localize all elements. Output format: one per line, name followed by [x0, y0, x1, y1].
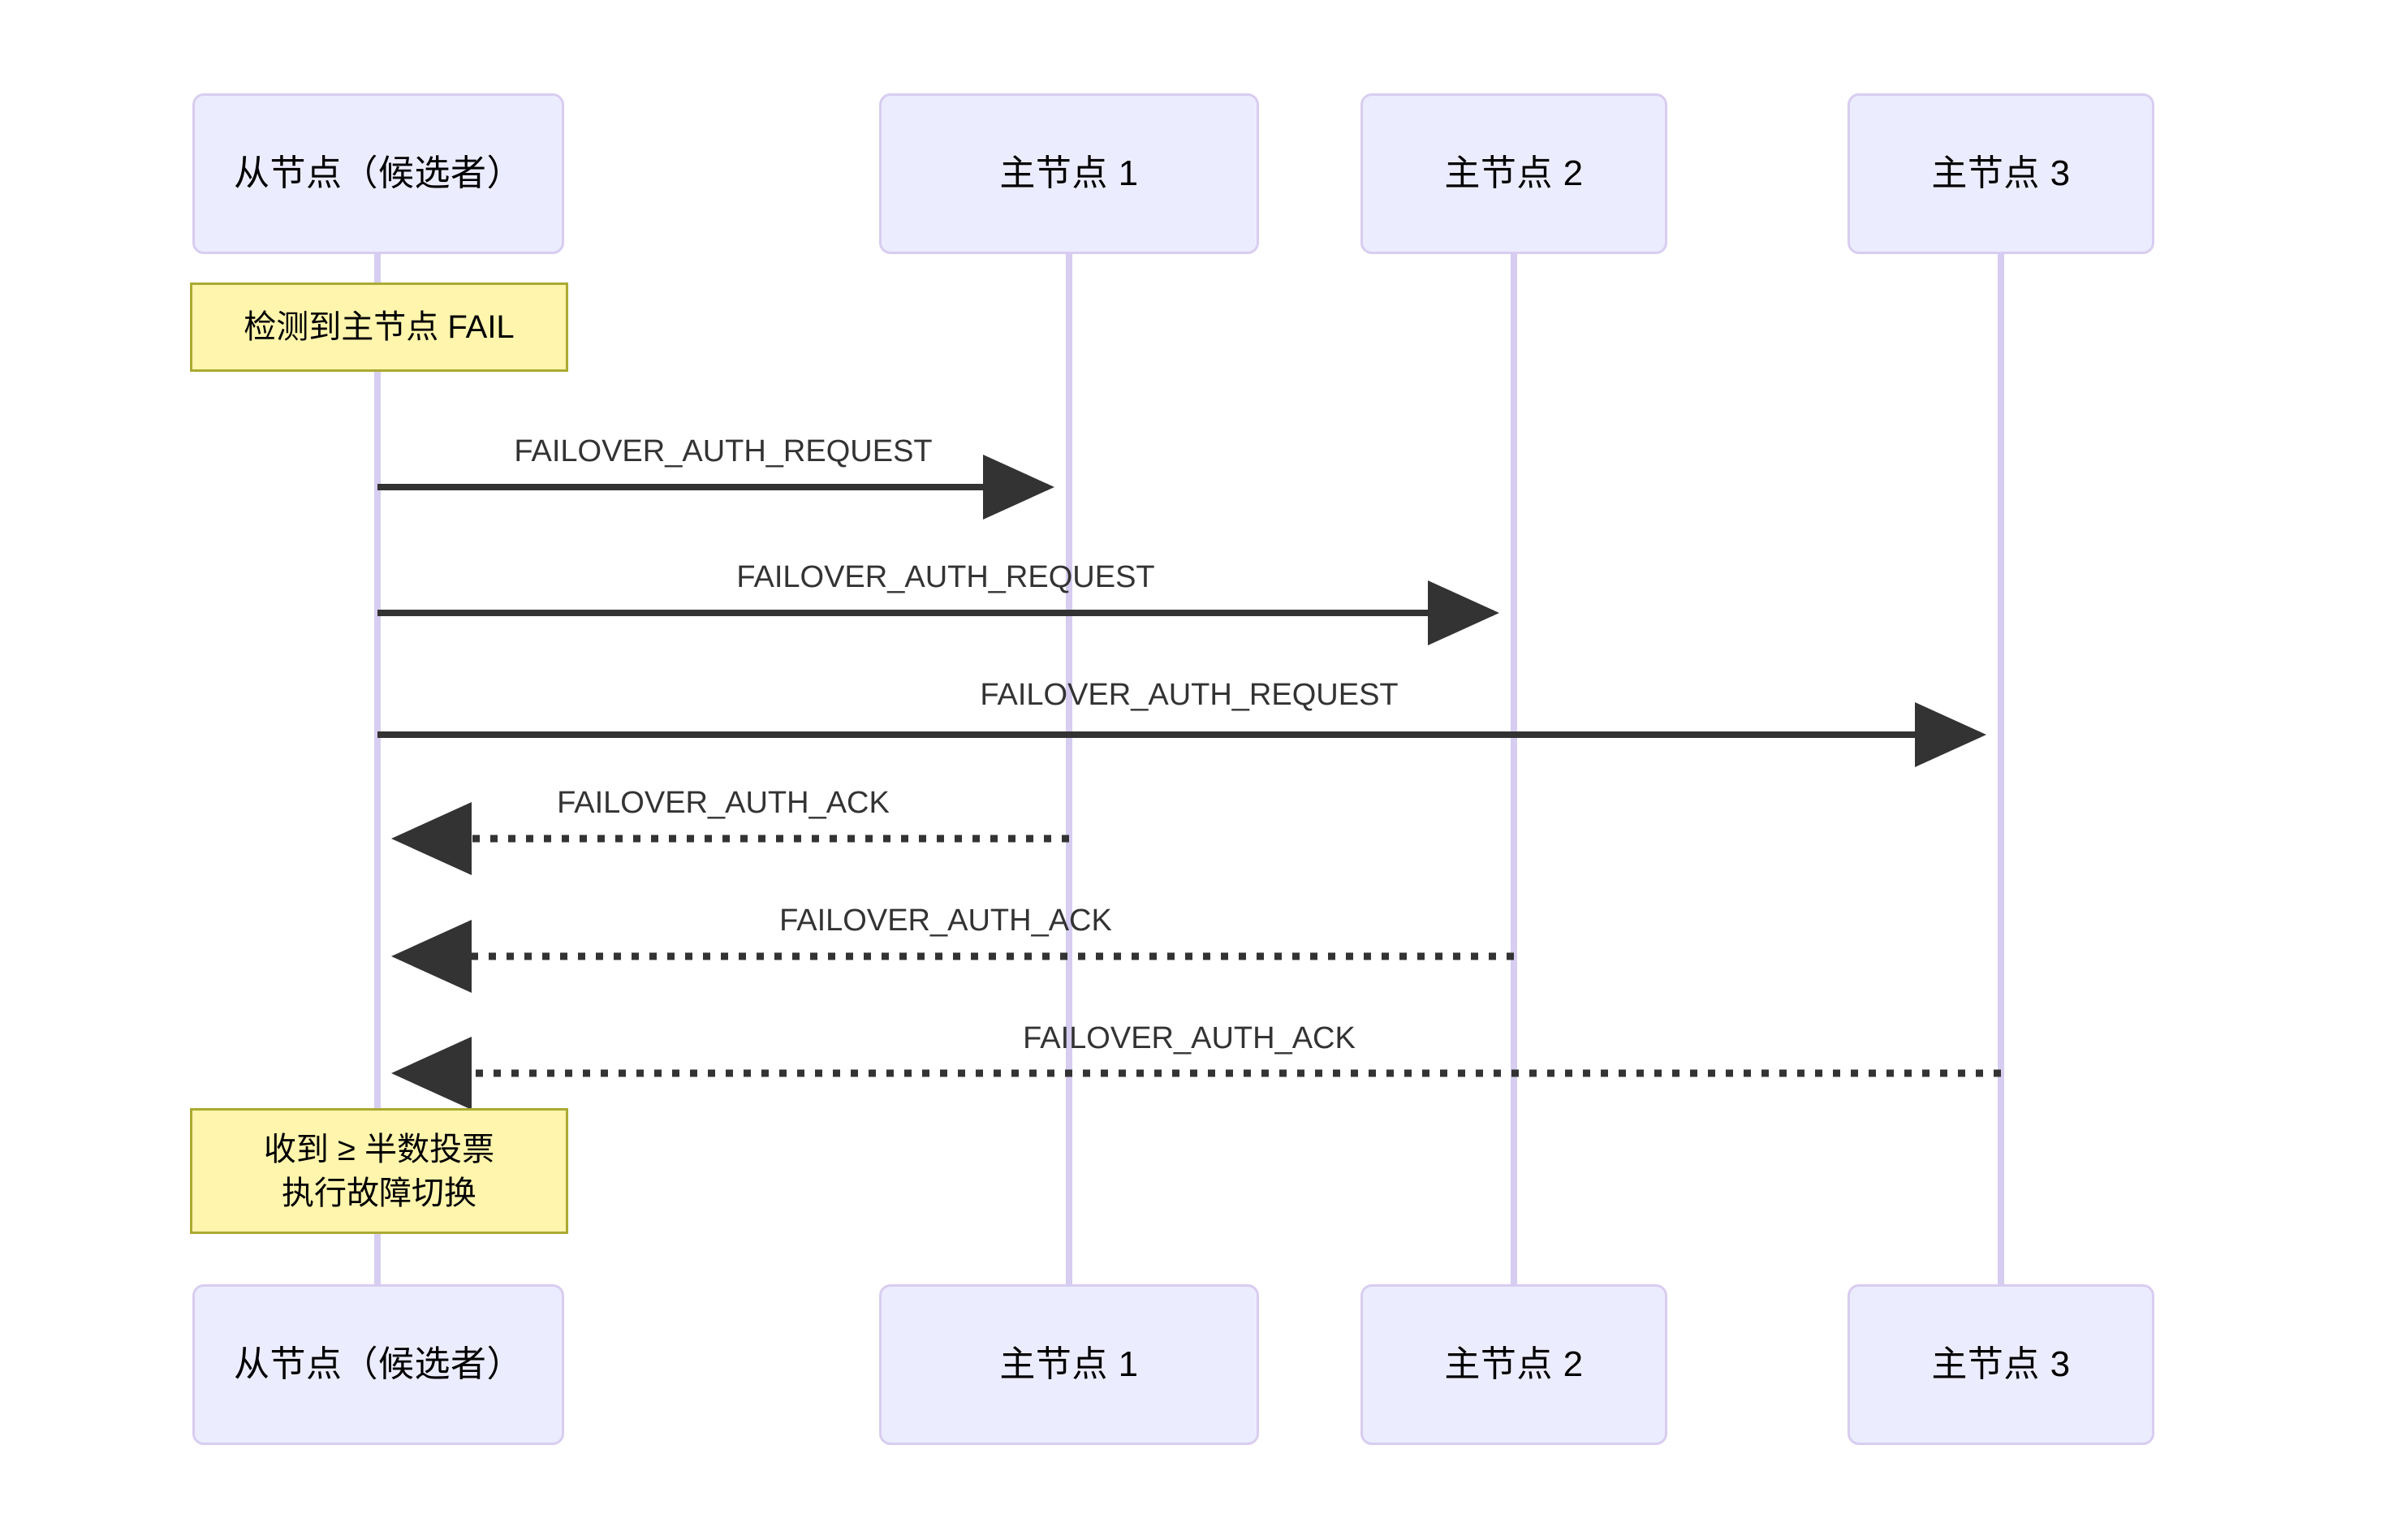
message-label-msg-2: FAILOVER_AUTH_REQUEST — [736, 560, 1155, 594]
message-label-msg-1: FAILOVER_AUTH_REQUEST — [514, 434, 933, 468]
participant-bottom-master1[interactable]: 主节点 1 — [879, 1284, 1259, 1445]
message-label-msg-5: FAILOVER_AUTH_ACK — [779, 904, 1112, 938]
participant-label: 主节点 3 — [1931, 153, 2071, 193]
participant-label: 主节点 3 — [1931, 1344, 2071, 1384]
participant-top-master1[interactable]: 主节点 1 — [879, 93, 1259, 254]
note-line: 执行故障切换 — [282, 1175, 476, 1211]
participant-top-slave[interactable]: 从节点（候选者） — [192, 93, 564, 254]
participant-label: 从节点（候选者） — [234, 153, 523, 193]
note-fail-detected: 检测到主节点 FAIL — [190, 283, 568, 372]
participant-bottom-slave[interactable]: 从节点（候选者） — [192, 1284, 564, 1445]
participant-label: 从节点（候选者） — [234, 1344, 523, 1384]
message-label-msg-4: FAILOVER_AUTH_ACK — [557, 786, 890, 820]
participant-label: 主节点 1 — [999, 1344, 1139, 1384]
note-line: 收到 ≥ 半数投票 — [263, 1131, 495, 1167]
participant-label: 主节点 1 — [999, 153, 1139, 193]
message-label-msg-6: FAILOVER_AUTH_ACK — [1023, 1021, 1356, 1055]
participant-label: 主节点 2 — [1444, 153, 1584, 193]
participant-top-master3[interactable]: 主节点 3 — [1848, 93, 2154, 254]
participant-bottom-master3[interactable]: 主节点 3 — [1848, 1284, 2154, 1445]
note-line: 检测到主节点 FAIL — [244, 309, 515, 345]
participant-top-master2[interactable]: 主节点 2 — [1360, 93, 1667, 254]
participant-bottom-master2[interactable]: 主节点 2 — [1360, 1284, 1667, 1445]
participant-label: 主节点 2 — [1444, 1344, 1584, 1384]
lifelines-group — [374, 254, 2004, 1284]
message-label-msg-3: FAILOVER_AUTH_REQUEST — [980, 678, 1399, 712]
message-arrows-group — [377, 455, 2001, 1110]
note-quorum-reached: 收到 ≥ 半数投票执行故障切换 — [190, 1108, 568, 1234]
